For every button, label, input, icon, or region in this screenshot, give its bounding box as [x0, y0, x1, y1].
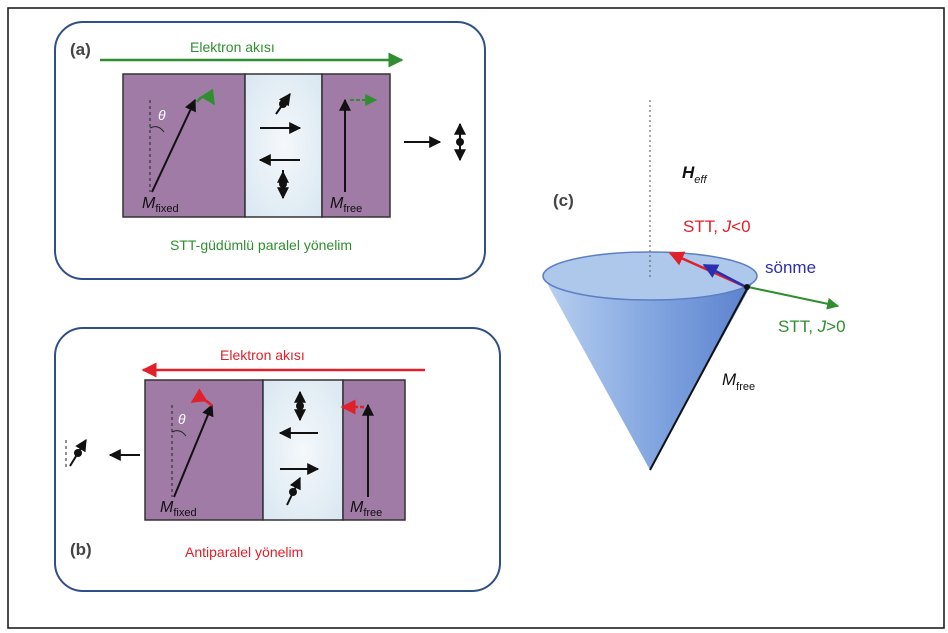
cone-body	[543, 276, 756, 470]
m-fixed-label-b: Mfixed	[160, 499, 197, 519]
spin-up-arrow-icon	[275, 93, 291, 115]
angle-arc-b	[171, 430, 187, 437]
spin-tilted-out-icon	[65, 438, 87, 470]
electron-flow-label-b: Elektron akısı	[220, 347, 305, 363]
spin-down-arrow-icon	[277, 170, 289, 200]
cone-edge-line	[649, 286, 749, 471]
precession-arrow-green-a	[195, 88, 216, 106]
panel-b: Elektron akısı θ Mfixed Mfree	[54, 327, 501, 592]
panel-b-tag: (b)	[70, 540, 92, 559]
m-tip-dot	[744, 284, 750, 290]
m-fixed-arrow-b	[173, 403, 214, 498]
free-layer-a	[321, 73, 391, 218]
panel-a-tag: (a)	[70, 40, 91, 59]
fixed-layer-b	[144, 379, 264, 521]
panel-a-caption: STT-güdümlü paralel yönelim	[170, 237, 352, 253]
angle-arc-a	[149, 126, 165, 133]
theta-label-a: θ	[158, 107, 166, 123]
m-free-label-a: Mfree	[330, 195, 362, 215]
precession-arrow-red-b	[190, 388, 213, 407]
panel-b-caption: Antiparalel yönelim	[185, 544, 303, 560]
m-fixed-label-a: Mfixed	[142, 195, 179, 215]
damping-label: sönme	[765, 258, 816, 277]
spacer-layer-b	[262, 379, 344, 521]
electron-flow-label-a: Elektron akısı	[190, 39, 275, 55]
panel-c: (c) Heff STT, J<0 sönme STT, J>0 Mfree	[542, 100, 846, 471]
stt-pos-label: STT, J>0	[778, 317, 846, 336]
panel-a: (a) Elektron akısı θ Mfixed	[54, 21, 486, 280]
m-free-label-b: Mfree	[350, 499, 382, 519]
stt-neg-label: STT, J<0	[683, 217, 751, 236]
m-free-label-c: Mfree	[722, 370, 755, 393]
theta-label-b: θ	[178, 411, 186, 427]
spin-up-arrow-icon	[294, 390, 306, 422]
damping-arrow	[702, 263, 747, 289]
panel-c-tag: (c)	[553, 191, 574, 210]
stt-pos-arrow	[747, 286, 840, 310]
heff-label: Heff	[682, 163, 707, 186]
fixed-layer-a	[122, 73, 246, 218]
spin-tilted-arrow-icon	[286, 476, 301, 506]
m-fixed-arrow-a	[151, 98, 196, 193]
spin-updown-icon	[454, 122, 466, 162]
